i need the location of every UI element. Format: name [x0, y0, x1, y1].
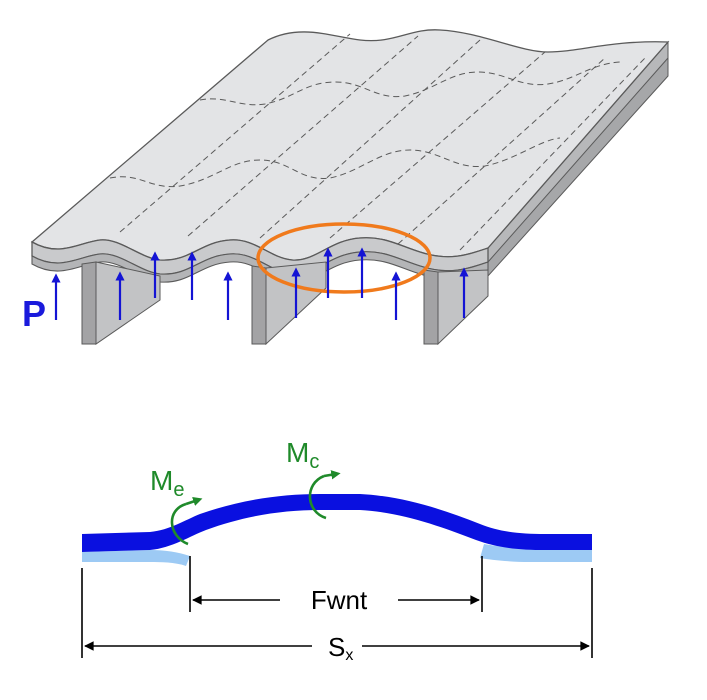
moment-center-arc [308, 474, 327, 520]
dimension-lines [81, 556, 593, 658]
moment-edge-arrow [185, 497, 203, 506]
moment-edge-arc [170, 502, 189, 546]
support-beam-middle [251, 265, 267, 345]
support-beam-left [81, 261, 97, 345]
load-arrows [51, 247, 469, 320]
profile-light-left [82, 550, 190, 566]
support-beam-right [423, 269, 439, 345]
moment-center-arrow [323, 470, 341, 480]
span-label: Sx [328, 632, 353, 664]
moment-edge-label: Me [150, 465, 184, 501]
support-beam-left-web [95, 261, 161, 345]
section-profile: Me Mc Fwnt Sx [81, 437, 593, 664]
support-beams [81, 261, 489, 346]
profile-main [82, 494, 592, 552]
flute-width-label: Fwnt [311, 585, 368, 615]
moment-center-label: Mc [286, 437, 319, 473]
surface-dashed-lines [109, 33, 646, 251]
highlight-ellipse [256, 222, 432, 294]
load-label: P [22, 293, 46, 334]
panel-illustration: P [22, 29, 670, 346]
